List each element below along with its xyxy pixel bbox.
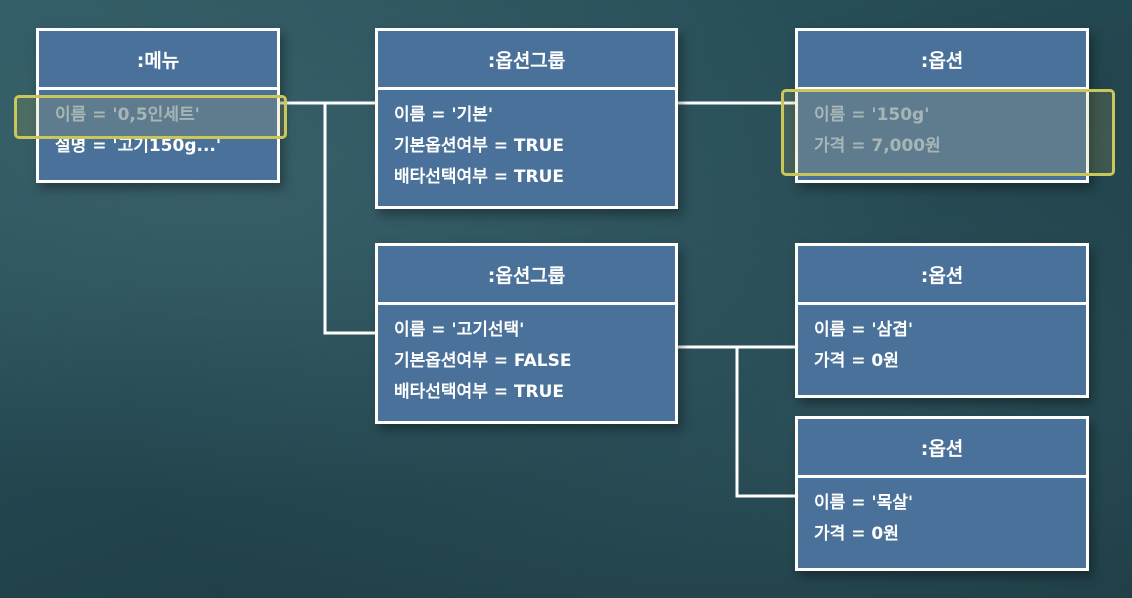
menu-name-attr: 이름 = '0,5인세트'	[55, 105, 200, 125]
option-group-basic-attributes: 이름 = '기본' 기본옵션여부 = TRUE 배타선택여부 = TRUE	[378, 90, 675, 193]
menu-name-highlight	[14, 95, 287, 139]
option-samgyeop-price-attr: 가격 = 0원	[814, 351, 899, 371]
option-group-meat-default-attr: 기본옵션여부 = FALSE	[394, 351, 572, 371]
option-group-meat-title: :옵션그룹	[378, 246, 675, 305]
option-group-meat-attributes: 이름 = '고기선택' 기본옵션여부 = FALSE 배타선택여부 = TRUE	[378, 305, 675, 408]
option-samgyeop-object: :옵션 이름 = '삼겹' 가격 = 0원	[795, 243, 1089, 398]
option-moksal-name-attr: 이름 = '목살'	[814, 493, 914, 513]
option-moksal-attributes: 이름 = '목살' 가격 = 0원	[798, 478, 1086, 550]
connector-menu-to-group-meat	[323, 103, 377, 335]
menu-object-attributes: 이름 = '0,5인세트' 설명 = '고기150g...'	[39, 90, 277, 162]
option-group-meat-object: :옵션그룹 이름 = '고기선택' 기본옵션여부 = FALSE 배타선택여부 …	[375, 243, 678, 424]
option-group-meat-name-attr: 이름 = '고기선택'	[394, 320, 525, 340]
option-150g-price-attr: 가격 = 7,000원	[814, 136, 941, 156]
option-group-basic-object: :옵션그룹 이름 = '기본' 기본옵션여부 = TRUE 배타선택여부 = T…	[375, 28, 678, 209]
option-moksal-price-attr: 가격 = 0원	[814, 524, 899, 544]
option-samgyeop-title: :옵션	[798, 246, 1086, 305]
option-150g-attributes: 이름 = '150g' 가격 = 7,000원	[798, 90, 1086, 162]
option-samgyeop-name-attr: 이름 = '삼겹'	[814, 320, 914, 340]
menu-description-attr: 설명 = '고기150g...'	[55, 136, 222, 156]
option-150g-name-attr: 이름 = '150g'	[814, 105, 930, 125]
option-group-basic-title: :옵션그룹	[378, 31, 675, 90]
option-150g-highlight	[781, 89, 1115, 176]
connector-group-meat-to-option-moksal	[735, 347, 795, 498]
option-group-basic-default-attr: 기본옵션여부 = TRUE	[394, 136, 565, 156]
option-moksal-title: :옵션	[798, 419, 1086, 478]
menu-object: :메뉴 이름 = '0,5인세트' 설명 = '고기150g...'	[36, 28, 280, 183]
menu-object-title: :메뉴	[39, 31, 277, 90]
option-150g-object: :옵션 이름 = '150g' 가격 = 7,000원	[795, 28, 1089, 183]
option-150g-title: :옵션	[798, 31, 1086, 90]
option-group-meat-exclusive-attr: 배타선택여부 = TRUE	[394, 382, 565, 402]
option-group-basic-name-attr: 이름 = '기본'	[394, 105, 494, 125]
option-group-basic-exclusive-attr: 배타선택여부 = TRUE	[394, 167, 565, 187]
option-samgyeop-attributes: 이름 = '삼겹' 가격 = 0원	[798, 305, 1086, 377]
option-moksal-object: :옵션 이름 = '목살' 가격 = 0원	[795, 416, 1089, 571]
